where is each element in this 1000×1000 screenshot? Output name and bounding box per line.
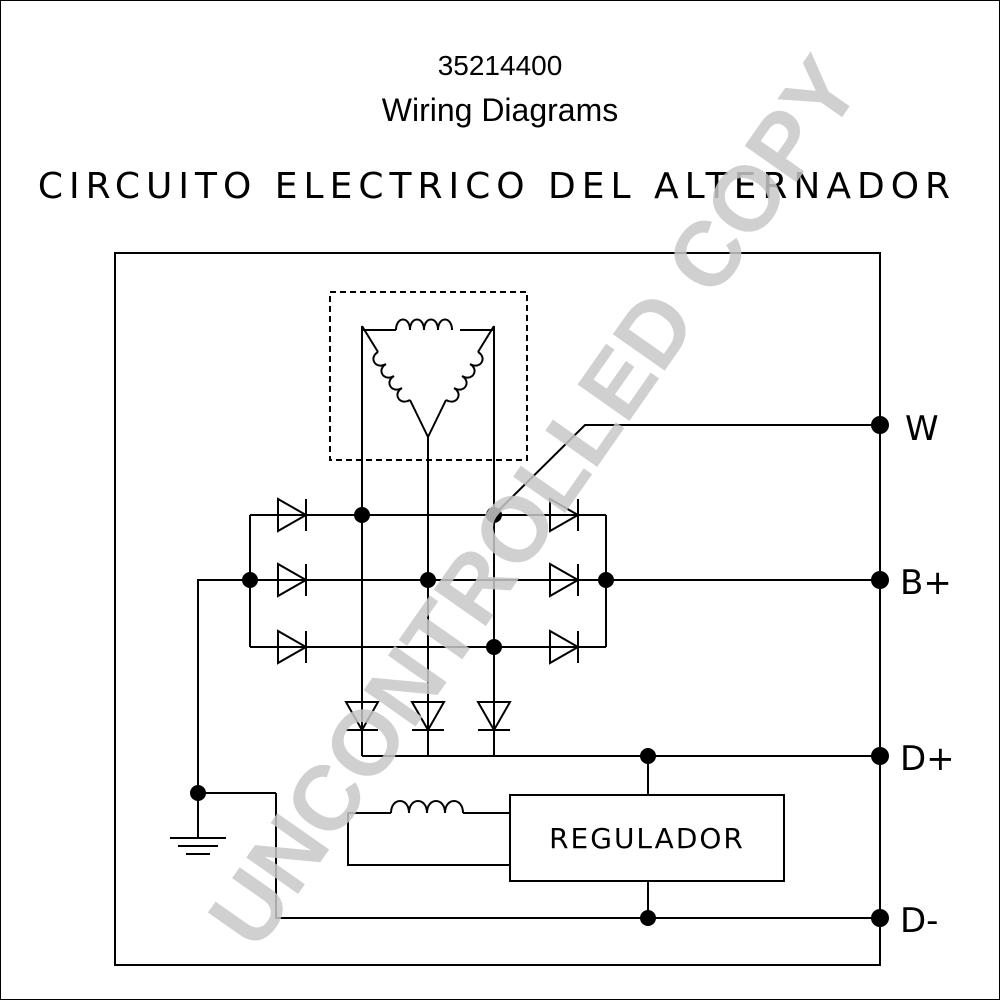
terminal-d-minus: [871, 909, 889, 927]
diagram-heading: CIRCUITO ELECTRICO DEL ALTERNADOR: [38, 166, 956, 207]
stator-winding-icon: [361, 318, 495, 756]
diode-icon-left-middle: [277, 562, 309, 598]
diode-icon-exciter-2: [410, 701, 446, 733]
terminal-label-w: W: [905, 409, 939, 449]
regulator-label: REGULADOR: [549, 822, 745, 855]
diode-icon-right-bottom: [549, 629, 581, 665]
field-coil-icon: [347, 800, 510, 866]
document-subtitle: Wiring Diagrams: [381, 92, 619, 128]
terminal-label-b-plus: B+: [900, 563, 952, 603]
diode-icon-exciter-1: [344, 701, 380, 733]
w-line: [493, 424, 880, 516]
part-number: 35214400: [437, 50, 563, 81]
junction-dots: [190, 507, 656, 926]
diode-icon-left-top: [277, 497, 309, 533]
terminal-label-d-plus: D+: [900, 739, 955, 779]
terminal-d-plus: [871, 747, 889, 765]
terminal-w: [871, 416, 889, 434]
diode-icon-left-bottom: [277, 629, 309, 665]
diode-icon-exciter-3: [476, 701, 512, 733]
diode-icon-right-top: [549, 497, 581, 533]
ground-icon: [170, 837, 226, 855]
diode-icon-right-middle: [549, 562, 581, 598]
terminal-label-d-minus: D-: [900, 901, 938, 941]
terminal-b-plus: [871, 571, 889, 589]
